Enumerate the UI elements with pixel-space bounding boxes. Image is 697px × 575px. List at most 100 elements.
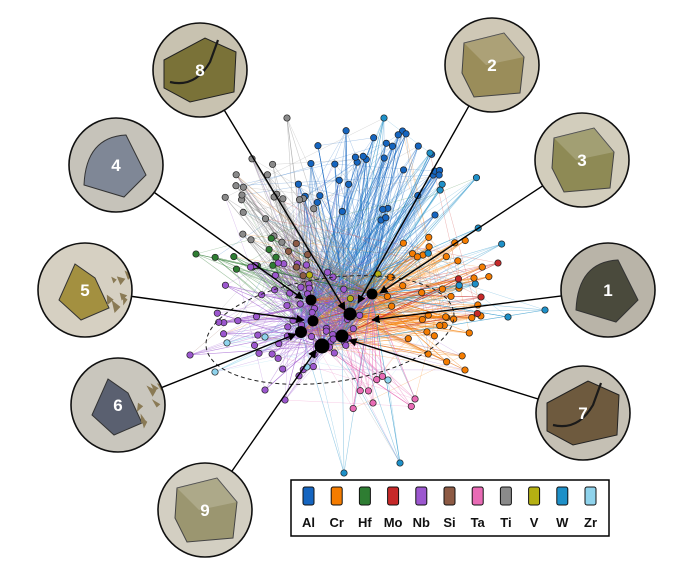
element-node <box>494 259 502 267</box>
network-edge <box>312 304 478 322</box>
network-edge <box>371 293 374 403</box>
element-node <box>402 130 410 138</box>
element-node <box>442 313 450 321</box>
network-edge <box>261 294 349 314</box>
sample-arrow <box>231 349 317 472</box>
network-edge <box>309 288 481 317</box>
network-edge <box>243 212 546 311</box>
element-node <box>470 274 478 282</box>
network-edge <box>341 154 432 337</box>
network-edge <box>250 239 343 337</box>
network-edge <box>371 184 443 295</box>
legend-swatch <box>471 486 484 506</box>
network-edge <box>284 399 412 407</box>
network-edge <box>341 189 441 337</box>
network-edge <box>275 257 360 316</box>
network-edge <box>349 169 404 317</box>
network-edge <box>310 276 392 301</box>
element-node <box>351 153 359 161</box>
fragment-sample-icon <box>91 378 143 436</box>
network-edge <box>321 240 466 347</box>
element-node <box>504 313 512 321</box>
element-node <box>258 291 266 299</box>
network-edge <box>312 292 422 322</box>
network-edge <box>312 184 443 322</box>
network-edge <box>189 331 302 356</box>
network-edge <box>319 195 373 295</box>
legend-label: Si <box>443 515 455 530</box>
network-edge <box>349 315 454 320</box>
element-node <box>349 404 357 413</box>
element-node <box>373 376 381 384</box>
element-node <box>382 214 390 222</box>
network-edge <box>281 242 349 314</box>
element-node <box>473 309 481 318</box>
network-edge <box>299 145 393 200</box>
sample-arrow <box>223 109 346 311</box>
legend-swatch <box>499 486 512 506</box>
network-edge <box>341 335 447 363</box>
element-node <box>423 328 431 336</box>
network-edge <box>236 174 447 363</box>
network-edge <box>275 275 349 314</box>
legend-label: Al <box>302 515 315 530</box>
element-node <box>232 171 240 179</box>
element-node <box>232 182 240 190</box>
network-edge <box>349 209 384 317</box>
network-edge <box>319 157 356 196</box>
network-edge <box>371 293 466 371</box>
network-edge <box>300 260 459 333</box>
network-edge <box>271 238 373 295</box>
network-edge <box>347 312 445 326</box>
element-node <box>383 292 391 300</box>
network-edge <box>312 177 477 322</box>
network-edge <box>300 237 429 333</box>
element-node <box>425 243 433 251</box>
network-edge <box>347 145 419 314</box>
network-edge <box>311 180 340 313</box>
network-edge <box>380 219 509 318</box>
network-edge <box>313 208 323 347</box>
element-node <box>292 239 300 248</box>
network-edge <box>235 185 349 314</box>
element-node <box>447 292 455 300</box>
network-edge <box>362 156 373 295</box>
network-edge <box>189 254 308 356</box>
element-node <box>296 196 304 204</box>
element-node <box>234 317 242 325</box>
network-edge <box>341 134 399 337</box>
network-edge <box>269 249 422 293</box>
network-edge <box>309 288 351 317</box>
network-edge <box>218 293 373 323</box>
network-edge <box>273 196 373 295</box>
element-node <box>221 193 229 201</box>
legend-item-ta: Ta <box>471 486 486 530</box>
network-edge <box>341 256 447 337</box>
network-edge <box>300 331 409 339</box>
network-edge <box>312 285 460 322</box>
element-node <box>454 257 462 265</box>
network-edge <box>321 143 387 347</box>
network-edge <box>310 137 374 301</box>
network-edge <box>310 296 452 301</box>
network-edge <box>217 312 323 347</box>
sample-number-label: 9 <box>200 501 209 520</box>
element-node <box>430 332 438 340</box>
network-edge <box>347 157 385 314</box>
network-edge <box>312 246 430 322</box>
network-edge <box>268 249 373 295</box>
network-edge <box>275 275 373 295</box>
network-edge <box>264 336 323 347</box>
network-edge <box>317 145 349 314</box>
network-edge <box>414 242 456 400</box>
network-edge <box>300 242 404 333</box>
element-node <box>477 293 485 301</box>
element-node <box>296 300 304 308</box>
network-edge <box>312 304 478 322</box>
sample-arrow <box>348 338 539 400</box>
network-edge <box>313 208 373 295</box>
network-edge <box>300 319 423 333</box>
network-edge <box>299 199 373 295</box>
network-edge <box>310 242 404 301</box>
network-edge <box>284 315 360 401</box>
